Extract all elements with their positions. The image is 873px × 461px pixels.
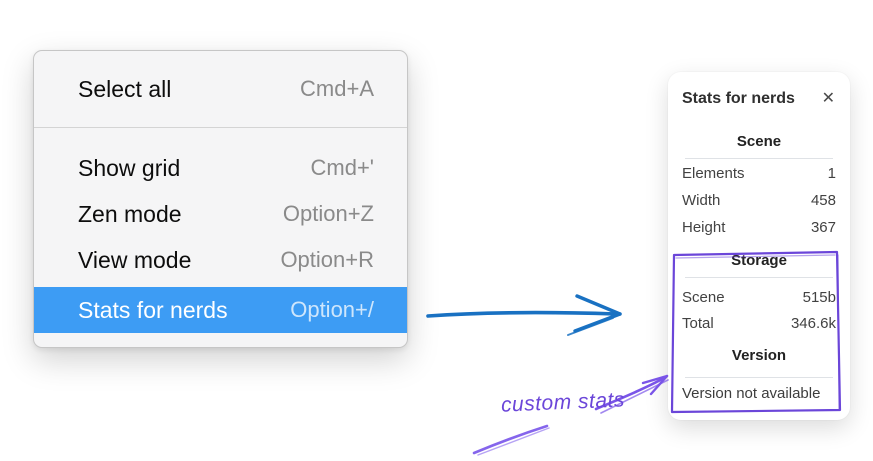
stats-panel-header: Stats for nerds ✕: [682, 89, 836, 109]
menu-item-zen-mode[interactable]: Zen mode Option+Z: [34, 191, 407, 237]
version-note: Version not available: [682, 384, 821, 402]
context-menu: Select all Cmd+A Show grid Cmd+' Zen mod…: [33, 50, 408, 348]
menu-item-label: Show grid: [78, 154, 181, 181]
menu-item-shortcut: Option+R: [280, 247, 374, 272]
menu-item-select-all[interactable]: Select all Cmd+A: [34, 57, 407, 121]
menu-item-label: Zen mode: [78, 200, 182, 227]
stat-label: Height: [682, 218, 726, 236]
annotation-stroke: [472, 424, 550, 456]
stat-row-scene-size: Scene 515b: [682, 285, 836, 309]
stat-label: Scene: [682, 288, 725, 306]
menu-section-main: Show grid Cmd+' Zen mode Option+Z View m…: [34, 128, 407, 347]
stat-value: 367: [810, 218, 836, 236]
stat-row-elements: Elements 1: [682, 161, 836, 185]
stat-value: 458: [810, 191, 836, 209]
stat-value: 515b: [802, 288, 836, 306]
annotation-arrow: [594, 374, 669, 414]
section-heading-storage: Storage: [731, 252, 787, 269]
stat-value: 346.6k: [790, 314, 836, 332]
menu-item-shortcut: Cmd+': [310, 155, 375, 180]
menu-item-shortcut: Option+/: [290, 297, 374, 322]
stat-row-width: Width 458: [682, 188, 836, 212]
menu-section-top: Select all Cmd+A: [34, 51, 407, 127]
blue-arrow: [426, 294, 622, 336]
section-divider: [685, 377, 833, 378]
section-heading-version: Version: [731, 347, 787, 364]
menu-item-show-grid[interactable]: Show grid Cmd+': [34, 145, 407, 191]
menu-item-shortcut: Option+Z: [282, 201, 374, 226]
menu-item-stats-for-nerds[interactable]: Stats for nerds Option+/: [34, 287, 407, 333]
close-icon[interactable]: ✕: [821, 90, 835, 107]
stats-panel-title: Stats for nerds: [682, 90, 795, 107]
stat-row-total-size: Total 346.6k: [682, 311, 836, 335]
section-divider: [685, 158, 833, 159]
stats-panel: Stats for nerds ✕ Scene Elements 1 Width…: [668, 72, 850, 420]
menu-item-label: Stats for nerds: [78, 296, 228, 323]
stat-label: Elements: [682, 164, 745, 182]
annotation-label: custom stats: [500, 388, 626, 417]
stat-label: Width: [682, 191, 721, 209]
menu-item-view-mode[interactable]: View mode Option+R: [34, 237, 407, 283]
menu-item-shortcut: Cmd+A: [300, 76, 374, 101]
menu-item-label: Select all: [78, 75, 172, 102]
stat-label: Total: [682, 314, 714, 332]
section-heading-scene: Scene: [736, 133, 782, 150]
stat-row-height: Height 367: [682, 215, 836, 239]
menu-divider: [34, 127, 407, 128]
menu-item-label: View mode: [78, 246, 192, 273]
stat-value: 1: [827, 164, 836, 182]
section-divider: [685, 277, 833, 278]
